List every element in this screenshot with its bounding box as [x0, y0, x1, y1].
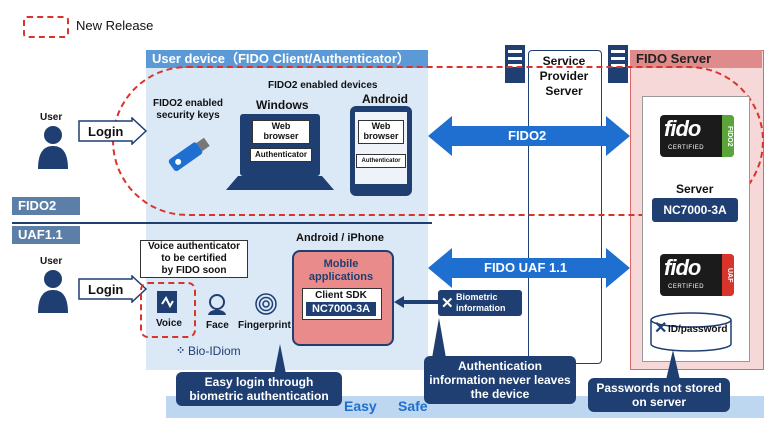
face-label: Face — [206, 320, 229, 331]
server-icon — [608, 45, 628, 83]
user-device-title: User device（FIDO Client/Authenticator） — [146, 50, 428, 68]
biometric-arrow — [394, 296, 438, 308]
fido2-certified-badge — [660, 115, 734, 157]
user-icon — [38, 270, 68, 313]
fido-logo-text: fido — [664, 255, 701, 280]
android-iphone-label: Android / iPhone — [296, 232, 384, 244]
enabled-devices-label: FIDO2 enabled devices — [268, 80, 378, 91]
windows-label: Windows — [256, 98, 309, 112]
server-icon — [505, 45, 525, 83]
security-keys-label: FIDO2 enabled security keys — [152, 98, 223, 121]
client-sdk-model: NC7000-3A — [311, 303, 371, 315]
service-provider-title: Service Provider Server — [539, 54, 589, 98]
safe-label: Safe — [398, 398, 428, 414]
uaf-certified-badge — [660, 254, 734, 296]
uaf-protocol-label: FIDO UAF 1.1 — [484, 260, 568, 275]
voice-outline — [140, 282, 196, 338]
uaf-side-label: UAF — [726, 267, 733, 283]
login-label: Login — [88, 282, 124, 297]
cross-mark-icon: ✕ — [654, 320, 668, 337]
web-browser-box: Web browser — [358, 120, 404, 144]
mobile-apps-label: Mobile applications — [308, 258, 374, 283]
user-icon — [38, 126, 68, 169]
bio-idiom-logo-icon: ⁘ — [176, 345, 186, 357]
security-key-icon — [168, 137, 210, 172]
uaf-side-tag — [722, 254, 734, 296]
client-sdk-label: Client SDK — [315, 290, 367, 301]
voice-note-box: Voice authenticator to be certified by F… — [140, 240, 248, 278]
legend-label: New Release — [76, 18, 154, 33]
callout-pointer — [274, 344, 286, 374]
fingerprint-label: Fingerprint — [238, 320, 291, 331]
client-sdk-model-box — [306, 302, 376, 316]
login-label: Login — [88, 124, 124, 139]
fido2-side-tag — [722, 115, 734, 157]
fido2-section-label: FIDO2 — [12, 197, 80, 215]
face-icon — [208, 294, 226, 315]
fido2-arrow — [428, 116, 630, 156]
bio-idiom-label: Bio-IDiom — [188, 344, 241, 358]
authenticator-box: Authenticator — [356, 154, 406, 168]
not-stored-callout: Passwords not stored on server — [588, 378, 730, 412]
server-model: NC7000-3A — [663, 203, 727, 217]
biometric-info-label: Biometric information — [456, 292, 506, 313]
legend-swatch — [23, 16, 69, 38]
certified-text: CERTIFIED — [668, 145, 705, 151]
fido-logo-text: fido — [664, 116, 701, 141]
voice-icon — [157, 291, 177, 313]
easy-login-callout: Easy login through biometric authenticat… — [176, 372, 342, 406]
id-password-label: ID/password — [668, 324, 728, 335]
cross-mark-icon: ✕ — [441, 295, 454, 312]
user-label: User — [40, 112, 63, 123]
section-divider — [12, 222, 432, 224]
fido2-side-label: FIDO2 — [726, 125, 733, 147]
server-model-box — [652, 198, 738, 222]
login-arrow — [78, 275, 148, 303]
server-label: Server — [676, 182, 714, 196]
android-label: Android — [362, 92, 408, 106]
easy-label: Easy — [344, 398, 377, 414]
fido2-protocol-label: FIDO2 — [508, 128, 547, 143]
web-browser-box: Web browser — [252, 120, 310, 144]
fido-server-title: FIDO Server — [630, 50, 762, 68]
callout-pointer — [666, 350, 680, 380]
certified-text: CERTIFIED — [668, 284, 705, 290]
uaf-section-label: UAF1.1 — [12, 226, 80, 244]
uaf-arrow — [428, 248, 630, 288]
fingerprint-icon — [255, 293, 277, 315]
authenticator-box: Authenticator — [250, 148, 312, 162]
callout-pointer — [432, 318, 446, 358]
database-icon — [650, 312, 732, 352]
voice-label: Voice — [156, 318, 182, 329]
biometric-info-box — [438, 290, 522, 316]
laptop-base — [226, 176, 334, 190]
never-leaves-callout: Authentication information never leaves … — [424, 356, 576, 404]
login-arrow — [78, 117, 148, 145]
user-label: User — [40, 256, 63, 267]
